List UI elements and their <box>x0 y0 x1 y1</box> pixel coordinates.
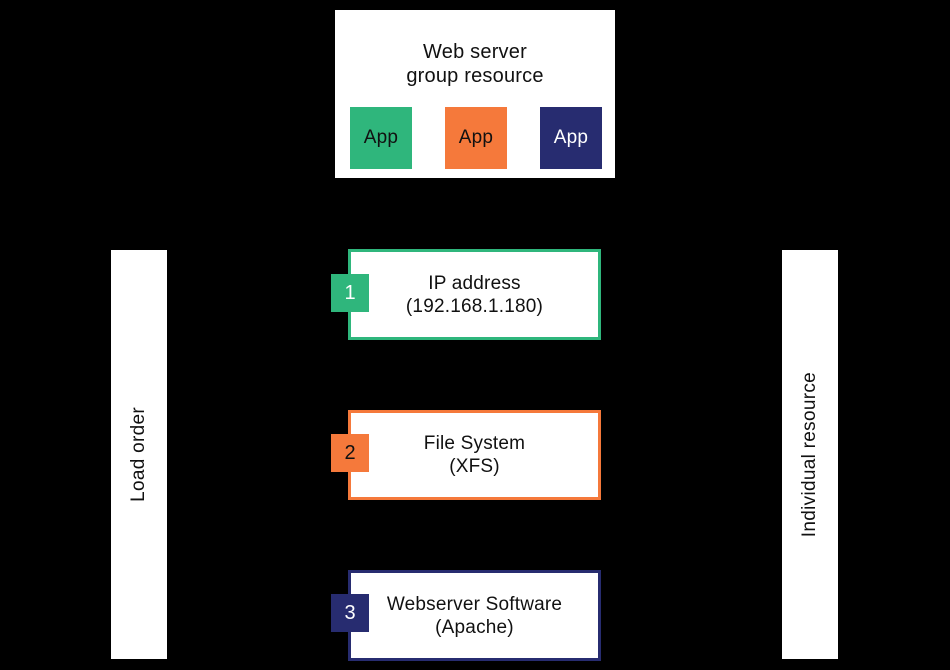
resource-1-label-line1: IP address <box>428 272 521 294</box>
load-order-label: Load order <box>128 407 149 502</box>
resource-box-webserver-software: Webserver Software (Apache) <box>348 570 601 661</box>
group-box-title: Web server group resource <box>335 40 615 88</box>
resource-box-file-system: File System (XFS) <box>348 410 601 500</box>
app-box-navy: App <box>540 107 602 169</box>
individual-resource-label: Individual resource <box>799 371 820 538</box>
resource-3-number-badge: 3 <box>331 594 369 632</box>
resource-2-label-line1: File System <box>423 433 526 454</box>
resource-2-label-line2: (XFS) <box>449 456 500 477</box>
resource-2-number-badge: 2 <box>331 434 369 472</box>
resource-box-ip-address: IP address (192.168.1.180) <box>348 249 601 340</box>
load-order-bar: Load order <box>111 250 167 659</box>
individual-resource-bar: Individual resource <box>782 250 838 659</box>
resource-3-label-line2: (Apache) <box>435 616 514 638</box>
group-box-title-line1: Web server <box>423 41 527 63</box>
app-box-green: App <box>350 107 412 169</box>
app-row: App App App <box>350 107 602 169</box>
resource-1-number-badge: 1 <box>331 274 369 312</box>
web-server-group-box: Web server group resource App App App <box>335 10 615 178</box>
group-box-title-line2: group resource <box>406 65 544 87</box>
resource-1-label-line2: (192.168.1.180) <box>405 295 544 317</box>
resource-3-label-line1: Webserver Software <box>386 593 563 615</box>
app-box-orange: App <box>445 107 507 169</box>
